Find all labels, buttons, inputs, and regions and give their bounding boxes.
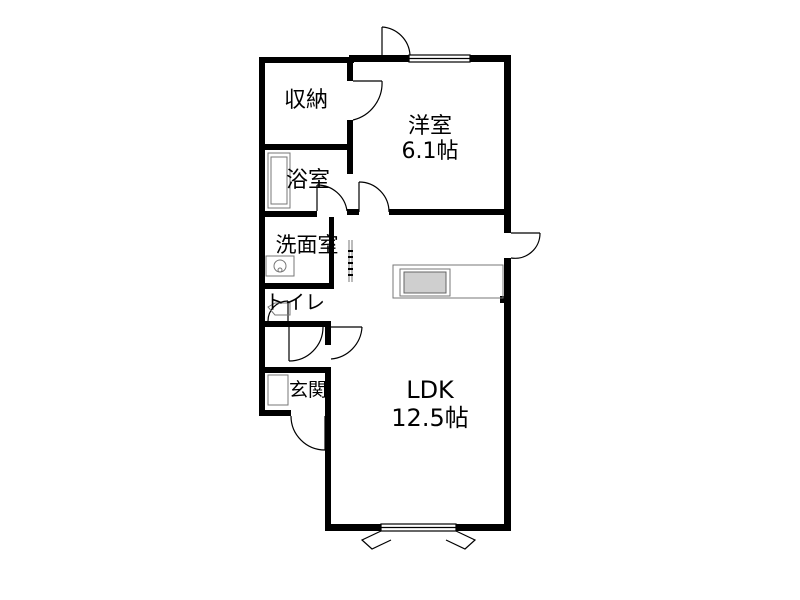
entrance-name: 玄関 [288,379,327,401]
western-room-size: 6.1帖 [401,139,459,165]
storage-label: 収納 [272,88,340,113]
washroom-name: 洗面室 [275,233,339,257]
toilet-label: トイレ [262,291,328,314]
bathroom-label: 浴室 [278,168,338,193]
windows [360,54,477,550]
ldk-name: LDK [406,376,454,404]
washroom-label: 洗面室 [262,233,352,257]
toilet-name: トイレ [265,290,325,314]
interior-walls [259,57,511,373]
western-room-name: 洋室 [407,114,452,139]
doors [267,26,541,451]
fixtures [265,152,504,406]
ldk-size: 12.5帖 [391,403,469,432]
bathroom-name: 浴室 [285,168,330,193]
storage-name: 収納 [283,88,328,113]
western-room-label: 洋室 6.1帖 [390,114,470,165]
entrance-label: 玄関 [286,379,330,402]
exterior-walls [259,55,511,531]
ldk-label: LDK 12.5帖 [380,376,480,432]
